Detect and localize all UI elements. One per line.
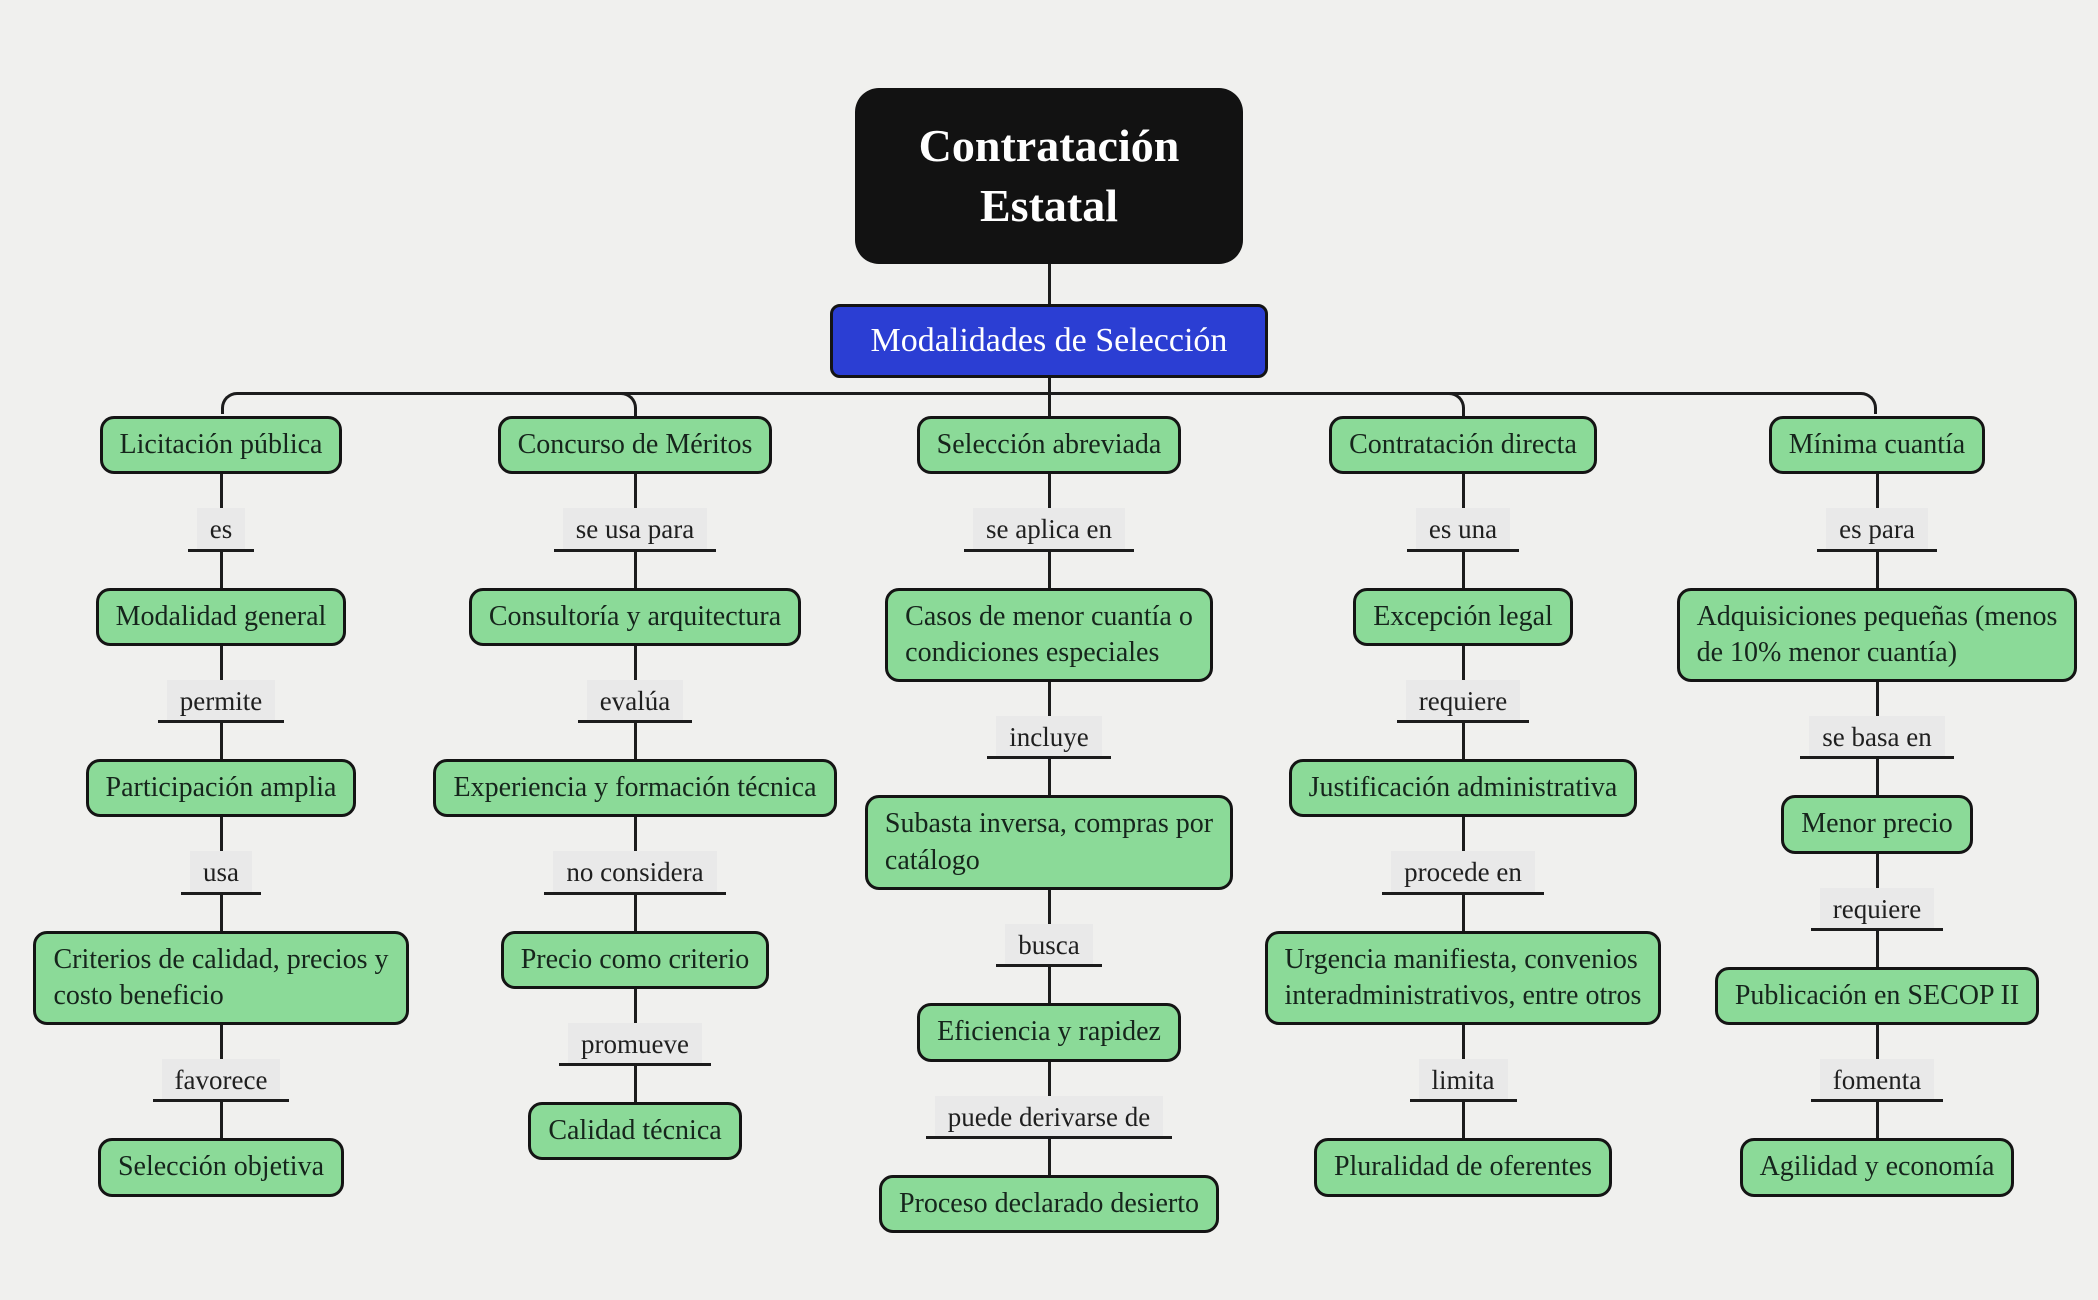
edge-label: usa	[181, 851, 261, 895]
edge-label: evalúa	[577, 679, 693, 724]
concept-node: Excepción legal	[1353, 587, 1573, 646]
connector-line	[1875, 682, 1879, 717]
edge-label: se basa en	[1800, 716, 1955, 760]
hub-node: Modalidades de Selección	[829, 303, 1269, 379]
edge-label: se aplica en	[964, 508, 1134, 552]
edge-label: puede derivarse de	[925, 1095, 1173, 1139]
concept-node: Participación amplia	[85, 759, 357, 818]
edge-label: permite	[157, 679, 285, 724]
concept-node: Menor precio	[1781, 795, 1973, 854]
connector-line	[1461, 551, 1465, 588]
edge-label: es una	[1406, 508, 1520, 552]
connector-line	[219, 1102, 223, 1139]
connector-root-hub	[1047, 263, 1051, 304]
connector-line	[1461, 474, 1465, 509]
connector-line	[1875, 551, 1879, 588]
branch-column-contratacion-directa: Contratación directa es una Excepción le…	[1256, 416, 1670, 1233]
connector-line	[1461, 1025, 1465, 1060]
concept-node: Calidad técnica	[528, 1102, 742, 1161]
edge-label: fomenta	[1810, 1059, 1944, 1103]
concept-node: Modalidad general	[95, 587, 347, 646]
connector-line	[633, 723, 637, 760]
connector-line	[219, 723, 223, 760]
branch-column-licitacion-publica: Licitación pública es Modalidad general …	[14, 416, 428, 1233]
connector-line	[219, 1025, 223, 1060]
rail-drop-contratacion-directa	[1438, 392, 1465, 417]
branch-columns: Licitación pública es Modalidad general …	[14, 416, 2084, 1234]
connector-line	[1875, 930, 1879, 967]
concept-node: Criterios de calidad, precios y costo be…	[33, 930, 409, 1026]
branch-column-minima-cuantia: Mínima cuantía es para Adquisiciones peq…	[1670, 416, 2084, 1233]
edge-label: no considera	[544, 851, 726, 895]
connector-line	[633, 894, 637, 931]
connector-line	[219, 894, 223, 931]
concept-node: Experiencia y formación técnica	[433, 759, 837, 818]
branch-column-concurso-de-meritos: Concurso de Méritos se usa para Consulto…	[428, 416, 842, 1233]
edge-label: es	[187, 508, 254, 552]
concept-node: Eficiencia y rapidez	[917, 1003, 1181, 1062]
concept-node: Selección abreviada	[916, 416, 1182, 475]
connector-line	[1047, 1061, 1051, 1096]
edge-label: requiere	[1810, 887, 1944, 932]
connector-line	[1047, 682, 1051, 717]
concept-node: Consultoría y arquitectura	[468, 587, 802, 646]
edge-label: procede en	[1382, 851, 1544, 895]
connector-line	[219, 645, 223, 680]
connector-line	[1047, 759, 1051, 796]
connector-line	[1047, 1138, 1051, 1175]
concept-node: Adquisiciones pequeñas (menos de 10% men…	[1676, 587, 2078, 683]
edge-label: se usa para	[553, 508, 717, 552]
edge-label: busca	[996, 924, 1103, 968]
concept-node: Selección objetiva	[97, 1138, 345, 1197]
connector-line	[633, 645, 637, 680]
connector-line	[1875, 853, 1879, 888]
connector-line	[633, 988, 637, 1023]
concept-node: Contratación directa	[1329, 416, 1597, 475]
edge-label: incluye	[987, 716, 1112, 760]
connector-line	[1047, 890, 1051, 925]
connector-line	[633, 1066, 637, 1103]
edge-label: limita	[1409, 1059, 1517, 1103]
concept-node: Subasta inversa, compras por catálogo	[864, 795, 1234, 891]
concept-node: Casos de menor cuantía o condiciones esp…	[885, 587, 1213, 683]
concept-node: Concurso de Méritos	[497, 416, 773, 475]
branch-column-seleccion-abreviada: Selección abreviada se aplica en Casos d…	[842, 416, 1256, 1234]
connector-line	[1047, 967, 1051, 1004]
concept-node: Mínima cuantía	[1768, 416, 1986, 475]
connector-line	[1875, 759, 1879, 796]
rail-drop-seleccion-abreviada	[1047, 392, 1051, 417]
connector-line	[1461, 723, 1465, 760]
concept-node: Agilidad y economía	[1739, 1138, 2015, 1197]
edge-label: requiere	[1396, 679, 1530, 724]
edge-label: promueve	[559, 1022, 711, 1067]
connector-line	[219, 474, 223, 509]
edge-label: favorece	[152, 1059, 290, 1103]
connector-line	[1875, 474, 1879, 509]
connector-line	[1047, 551, 1051, 588]
connector-line	[633, 474, 637, 509]
connector-line	[219, 551, 223, 588]
concept-node: Precio como criterio	[500, 930, 770, 989]
connector-line	[1047, 474, 1051, 509]
concept-node: Proceso declarado desierto	[878, 1174, 1220, 1234]
connector-line	[1461, 1102, 1465, 1139]
concept-node: Justificación administrativa	[1288, 759, 1638, 818]
connector-line	[633, 817, 637, 852]
connector-line	[219, 817, 223, 852]
connector-line	[633, 551, 637, 588]
root-node: Contratación Estatal	[854, 88, 1244, 264]
connector-line	[1461, 817, 1465, 852]
concept-node: Urgencia manifiesta, convenios interadmi…	[1264, 930, 1662, 1026]
connector-line	[1461, 894, 1465, 931]
connector-line	[1875, 1102, 1879, 1139]
concept-node: Pluralidad de oferentes	[1313, 1138, 1613, 1197]
connector-line	[1875, 1025, 1879, 1060]
connector-line	[1461, 645, 1465, 680]
concept-node: Publicación en SECOP II	[1714, 966, 2040, 1026]
edge-label: es para	[1817, 508, 1937, 552]
rail-drop-concurso	[610, 392, 637, 417]
branch-rail	[14, 392, 2084, 417]
connector-hub-rail	[1047, 378, 1051, 393]
concept-node: Licitación pública	[99, 416, 343, 475]
